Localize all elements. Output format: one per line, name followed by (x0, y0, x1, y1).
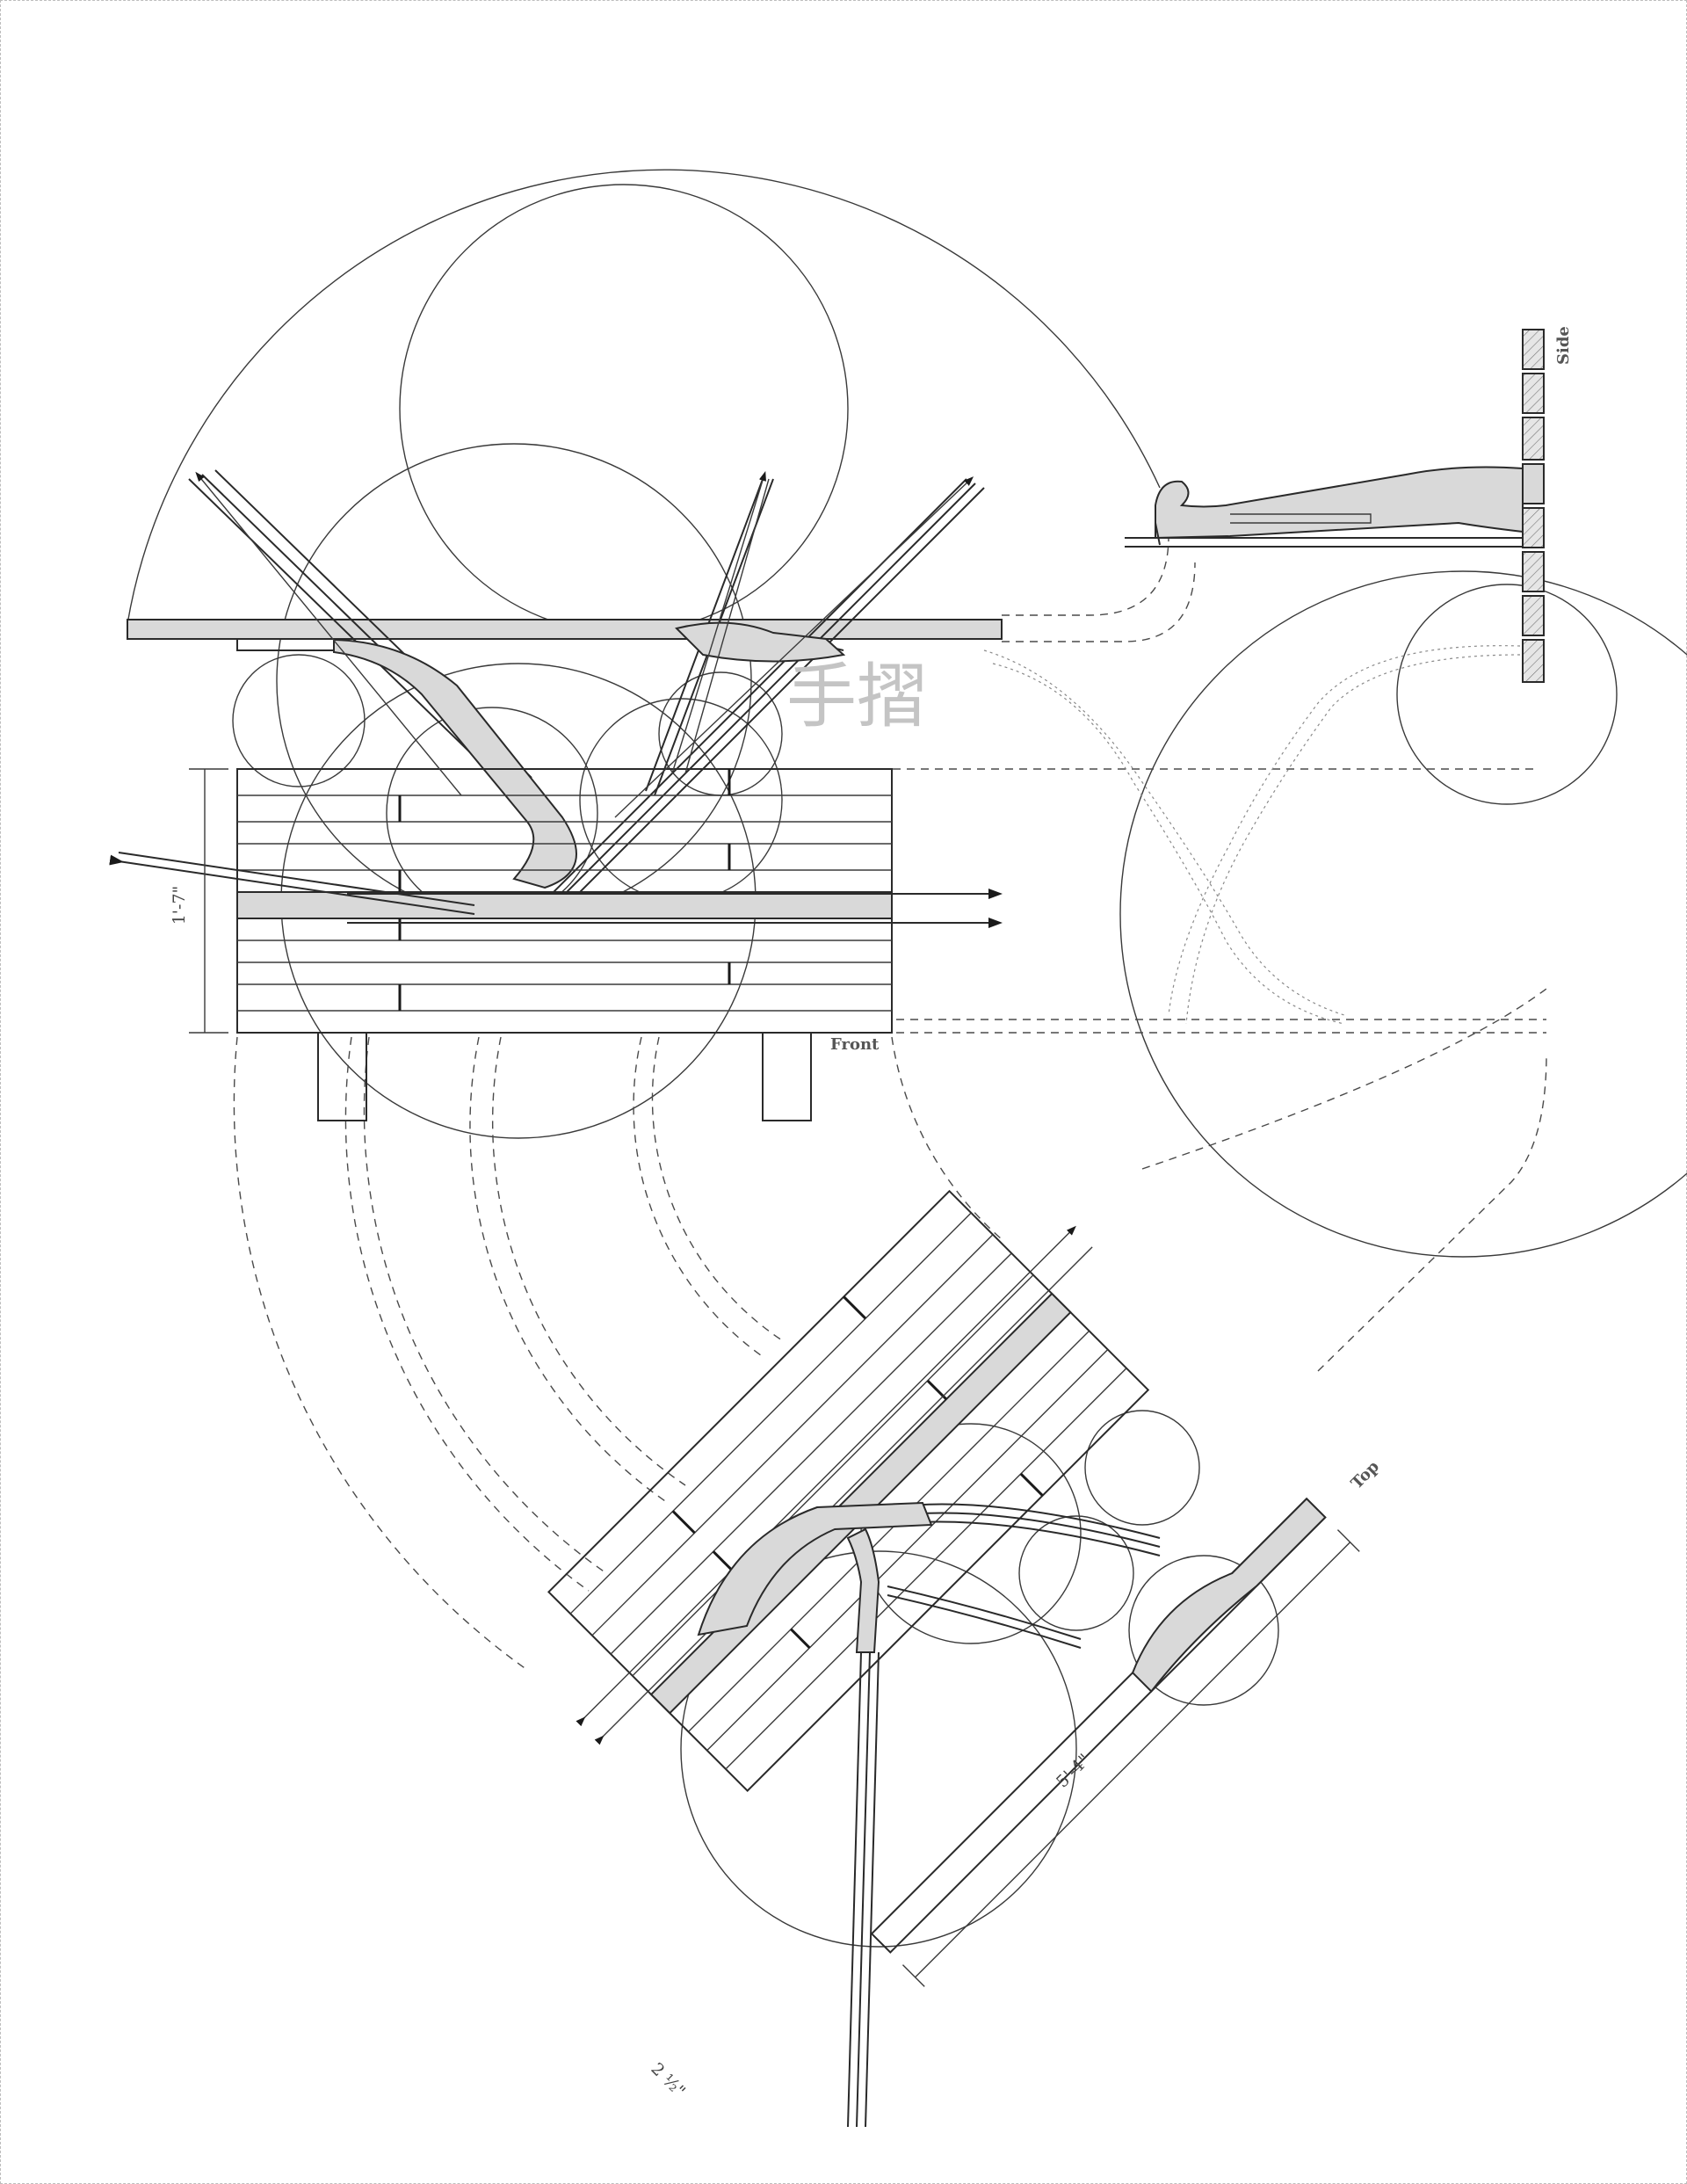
top-view-label: Top (1348, 1457, 1383, 1492)
large-sweep-arc (127, 169, 1161, 625)
top-view: Top 5'-4" 2 ½" (547, 1189, 1383, 2128)
side-view: Side (1125, 326, 1573, 683)
front-leg-left (317, 1032, 367, 1121)
construction-circle (276, 443, 752, 919)
construction-circle (1084, 1410, 1200, 1526)
construction-circle (399, 184, 849, 634)
construction-circle (1018, 1515, 1134, 1631)
front-view: 1'-7" Front (109, 469, 1003, 1121)
construction-circle (1396, 584, 1618, 805)
side-view-label: Side (1554, 326, 1573, 365)
watermark-characters: 手摺 (786, 656, 927, 737)
construction-circle (1119, 570, 1687, 1258)
construction-geometry (127, 169, 1687, 1948)
construction-circle (232, 654, 366, 787)
construction-circle (1128, 1555, 1279, 1706)
front-view-label: Front (830, 1035, 880, 1054)
width-dimension: 2 ½" (647, 2059, 689, 2101)
height-dimension: 1'-7" (170, 886, 189, 925)
front-handrail (127, 619, 1003, 640)
front-leg-right (762, 1032, 812, 1121)
